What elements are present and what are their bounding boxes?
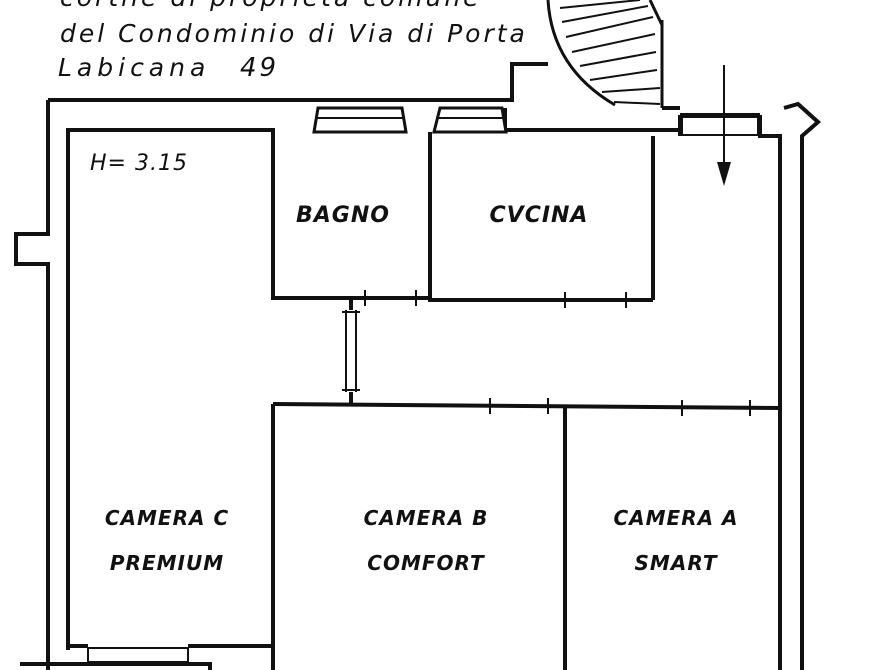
window-camera-c <box>87 647 189 663</box>
window-bagno <box>312 106 408 134</box>
entrance-arrow-icon <box>717 65 731 186</box>
spiral-staircase <box>546 0 664 108</box>
window-cucina <box>432 106 508 134</box>
room-tier-camera-b: COMFORT <box>367 551 485 575</box>
door-bagno-corridor <box>342 298 360 404</box>
courtyard-note-line1: cortile di proprietà comune <box>60 0 482 12</box>
room-label-camera-c: CAMERA C <box>105 506 229 530</box>
door-ticks <box>364 290 751 416</box>
courtyard-note-line2: del Condominio di Via di Porta <box>60 19 528 48</box>
outer-walls <box>14 62 822 670</box>
entrance-door <box>681 116 759 136</box>
room-label-camera-a: CAMERA A <box>613 506 738 530</box>
room-tier-camera-a: SMART <box>635 551 718 575</box>
room-tier-camera-c: PREMIUM <box>110 551 224 575</box>
internal-walls <box>68 132 781 670</box>
courtyard-note-line3: Labicana <box>58 53 210 82</box>
room-label-camera-b: CAMERA B <box>364 506 489 530</box>
street-number: 49 <box>240 53 279 83</box>
room-label-cucina: CVCINA <box>490 203 589 228</box>
ceiling-height-note: H= 3.15 <box>90 151 188 176</box>
room-label-bagno: BAGNO <box>296 203 390 228</box>
